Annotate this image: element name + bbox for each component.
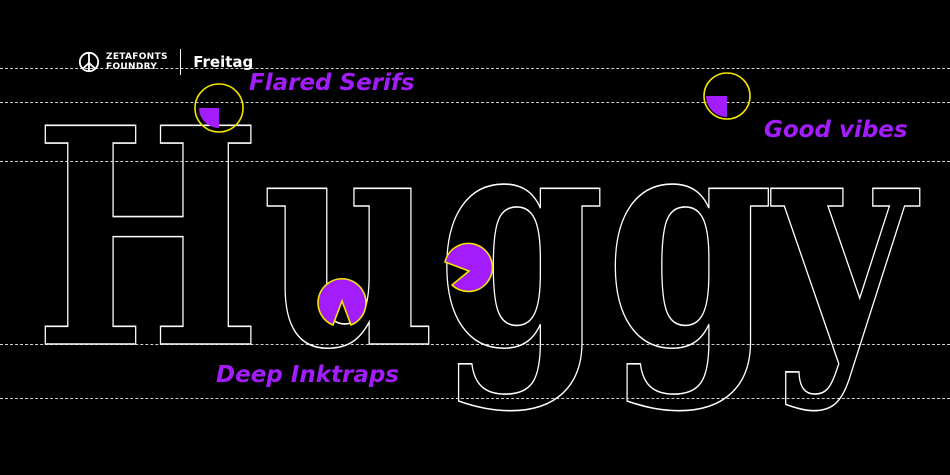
foundry-name-line2: FOUNDRY (106, 62, 158, 72)
guide-line-ascender (0, 68, 950, 69)
peace-sign-icon (78, 51, 100, 73)
guide-line-x-height (0, 161, 950, 162)
callout-deep-inktraps: Deep Inktraps (216, 362, 400, 388)
guide-line-baseline (0, 344, 950, 345)
specimen-word-text: Huggy (34, 62, 921, 415)
inktrap-marker-g (444, 242, 494, 293)
foundry-name-line1: ZETAFONTS (106, 52, 168, 62)
guide-line-descender (0, 398, 950, 399)
foundry-name: ZETAFONTS FOUNDRY (106, 52, 168, 72)
brand-divider (179, 49, 182, 75)
font-name: Freitag (193, 53, 254, 71)
callout-flared-serifs: Flared Serifs (249, 70, 415, 96)
inktrap-marker-u (317, 278, 367, 327)
foundry-brand: ZETAFONTS FOUNDRY Freitag (78, 48, 253, 76)
callout-good-vibes: Good vibes (764, 117, 908, 143)
good-vibes-marker (703, 72, 751, 120)
guide-line-cap-height (0, 102, 950, 103)
flared-serif-marker (194, 83, 244, 133)
